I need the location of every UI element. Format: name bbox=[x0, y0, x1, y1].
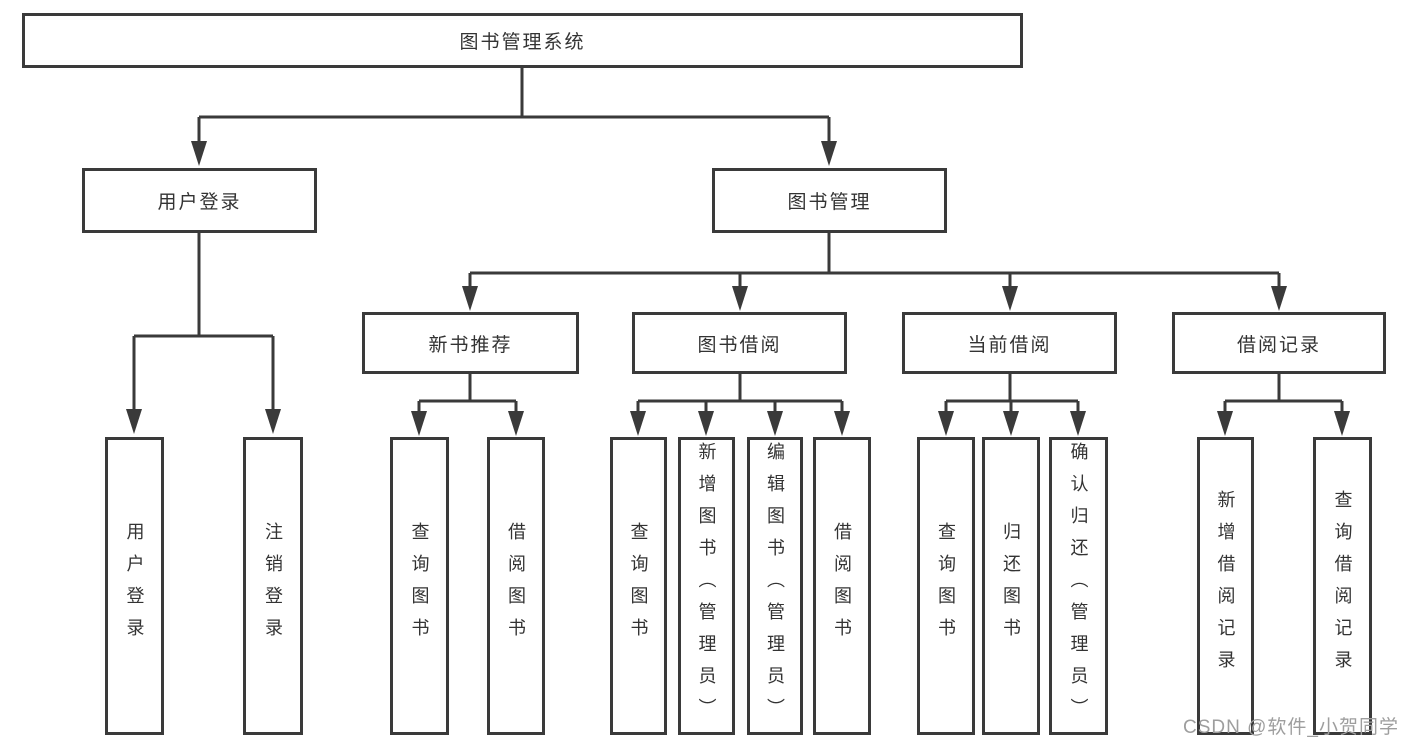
arrow-down-icon bbox=[1003, 411, 1019, 436]
leaf-records-query: 查询借阅记录 bbox=[1313, 437, 1372, 735]
node-user-login: 用户登录 bbox=[82, 168, 317, 233]
leaf-new-books-borrow: 借阅图书 bbox=[487, 437, 545, 735]
leaf-current-borrow-return: 归还图书 bbox=[982, 437, 1040, 735]
leaf-user-login: 用户登录 bbox=[105, 437, 164, 735]
leaf-book-borrow-borrow: 借阅图书 bbox=[813, 437, 871, 735]
node-book-borrow-label: 图书借阅 bbox=[697, 334, 782, 356]
arrow-down-icon bbox=[630, 411, 646, 436]
arrow-down-icon bbox=[1271, 286, 1287, 311]
node-current-borrow: 当前借阅 bbox=[902, 312, 1117, 374]
leaf-current-borrow-confirm: 确认归还（管理员） bbox=[1049, 437, 1108, 735]
arrow-down-icon bbox=[1070, 411, 1086, 436]
node-current-borrow-label: 当前借阅 bbox=[967, 334, 1052, 356]
node-borrow-records: 借阅记录 bbox=[1172, 312, 1386, 374]
connector-book-mgmt-children bbox=[468, 233, 1281, 289]
node-user-login-label: 用户登录 bbox=[157, 192, 242, 213]
arrow-down-icon bbox=[1334, 411, 1350, 436]
leaf-logout: 注销登录 bbox=[243, 437, 303, 735]
arrow-down-icon bbox=[411, 411, 427, 436]
connector-user-login-children bbox=[132, 233, 275, 412]
node-book-mgmt: 图书管理 bbox=[712, 168, 947, 233]
arrow-down-icon bbox=[698, 411, 714, 436]
node-new-books: 新书推荐 bbox=[362, 312, 579, 374]
leaf-current-borrow-query: 查询图书 bbox=[917, 437, 975, 735]
arrow-down-icon bbox=[1217, 411, 1233, 436]
connector-root-to-level2 bbox=[197, 68, 831, 144]
node-new-books-label: 新书推荐 bbox=[428, 334, 513, 356]
connector-borrow-records-children bbox=[1223, 374, 1344, 414]
csdn-watermark: CSDN @软件_小贺同学 bbox=[1183, 717, 1399, 738]
node-borrow-records-label: 借阅记录 bbox=[1236, 334, 1321, 356]
node-root-label: 图书管理系统 bbox=[459, 32, 586, 53]
leaf-book-borrow-add: 新增图书（管理员） bbox=[678, 437, 735, 735]
arrow-down-icon bbox=[462, 286, 478, 311]
arrow-down-icon bbox=[732, 286, 748, 311]
arrow-down-icon bbox=[1002, 286, 1018, 311]
arrow-down-icon bbox=[126, 409, 142, 434]
connector-new-books-children bbox=[417, 374, 518, 414]
arrow-down-icon bbox=[508, 411, 524, 436]
arrow-down-icon bbox=[767, 411, 783, 436]
node-book-borrow: 图书借阅 bbox=[632, 312, 847, 374]
leaf-book-borrow-query: 查询图书 bbox=[610, 437, 667, 735]
leaf-records-add: 新增借阅记录 bbox=[1197, 437, 1254, 735]
leaf-new-books-query: 查询图书 bbox=[390, 437, 449, 735]
arrow-down-icon bbox=[938, 411, 954, 436]
connector-book-borrow-children bbox=[636, 374, 844, 414]
leaf-book-borrow-edit: 编辑图书（管理员） bbox=[747, 437, 803, 735]
arrow-down-icon bbox=[821, 141, 837, 166]
arrow-down-icon bbox=[265, 409, 281, 434]
node-root: 图书管理系统 bbox=[22, 13, 1023, 68]
arrow-down-icon bbox=[191, 141, 207, 166]
node-book-mgmt-label: 图书管理 bbox=[787, 192, 872, 213]
connector-current-borrow-children bbox=[944, 374, 1080, 414]
arrow-down-icon bbox=[834, 411, 850, 436]
